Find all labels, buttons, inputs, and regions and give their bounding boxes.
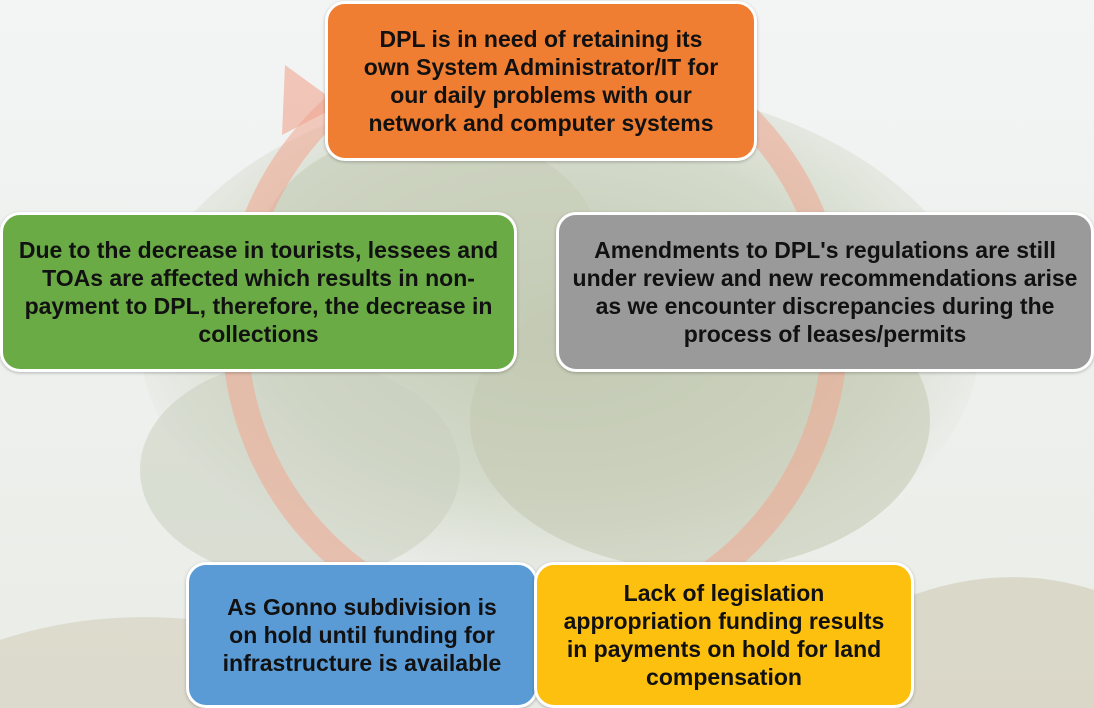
cycle-box-bottom-left: As Gonno subdivision is on hold until fu… bbox=[186, 562, 538, 708]
cycle-box-top: DPL is in need of retaining its own Syst… bbox=[325, 1, 757, 161]
cycle-box-top-text: DPL is in need of retaining its own Syst… bbox=[363, 25, 719, 137]
cycle-box-left: Due to the decrease in tourists, lessees… bbox=[0, 212, 517, 372]
cycle-box-right-text: Amendments to DPL's regulations are stil… bbox=[572, 236, 1078, 348]
cycle-box-bottom-right: Lack of legislation appropriation fundin… bbox=[534, 562, 914, 708]
cycle-box-bottom-right-text: Lack of legislation appropriation fundin… bbox=[563, 579, 885, 691]
cycle-box-bottom-left-text: As Gonno subdivision is on hold until fu… bbox=[222, 593, 502, 677]
cycle-arrowhead bbox=[282, 65, 340, 135]
cycle-box-left-text: Due to the decrease in tourists, lessees… bbox=[18, 236, 499, 348]
cycle-box-right: Amendments to DPL's regulations are stil… bbox=[556, 212, 1094, 372]
